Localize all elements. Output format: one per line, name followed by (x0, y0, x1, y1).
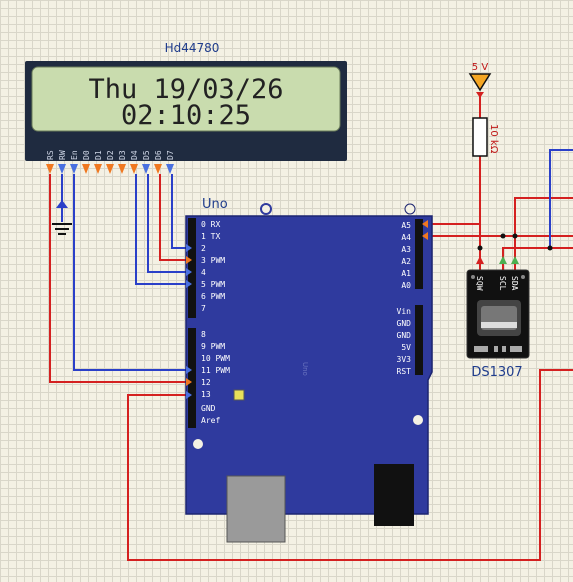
lcd-pin-d7: D7 (166, 150, 175, 160)
wire-d6-d3 (159, 174, 190, 261)
uno-right-pin-labels: A5 A4 A3 A2 A1 A0 Vin GND GND 5V 3V3 RST (397, 221, 412, 376)
wire-d7-d2 (171, 174, 190, 249)
uno-pin-9: 9 PWM (201, 342, 225, 351)
uno-pin-rst: RST (397, 367, 412, 376)
uno-pin-a4: A4 (401, 233, 411, 242)
rtc-name-label: DS1307 (471, 365, 522, 380)
usb-port (226, 475, 286, 543)
uno-left-pin-arrows (186, 244, 192, 399)
uno-pin-4: 4 (201, 268, 206, 277)
lcd-name-label: Hd44780 (165, 41, 220, 55)
lcd-pin-d6: D6 (154, 150, 163, 160)
lcd-pin-d2: D2 (106, 150, 115, 160)
ds1307-rtc-module[interactable] (466, 269, 530, 359)
uno-pin-13: 13 (201, 390, 211, 399)
resistor-label: 10 kΩ (488, 124, 499, 154)
uno-pin-aref: Aref (201, 416, 220, 425)
lcd-pin-d0: D0 (82, 150, 91, 160)
rtc-pin-sqw: SQW (475, 276, 484, 291)
uno-right-header[interactable] (415, 219, 423, 375)
uno-pin-3: 3 PWM (201, 256, 225, 265)
lcd-line-1: Thu 19/03/26 (88, 74, 283, 105)
lcd-screen (31, 66, 341, 132)
uno-pin-vin: Vin (397, 307, 412, 316)
wire-junctions (477, 233, 553, 251)
lcd-pin-labels: RS RW En D0 D1 D2 D3 D4 D5 D6 D7 (46, 150, 175, 160)
uno-pin-5: 5 PWM (201, 280, 225, 289)
uno-pin-12: 12 (201, 378, 211, 387)
wire-rs-d12 (49, 174, 190, 383)
wire-d13-loop (127, 369, 573, 561)
rtc-pin-arrows (476, 256, 519, 264)
uno-pin-gnd-1: GND (397, 319, 412, 328)
lcd-line-2: 02:10:25 (121, 100, 251, 131)
uno-pin-a2: A2 (401, 257, 411, 266)
wire-d4-d5 (135, 174, 190, 285)
power-label: 5 V (472, 62, 489, 73)
board-watermark: Uno (301, 362, 309, 376)
uno-pin-10: 10 PWM (201, 354, 230, 363)
uno-pin-a3: A3 (401, 245, 411, 254)
wire-sda-bus (514, 197, 573, 272)
rtc-pin-sda: SDA (510, 276, 519, 291)
uno-pin-5v: 5V (401, 343, 411, 352)
uno-right-pin-arrows (422, 220, 428, 240)
lcd-pin-arrows[interactable] (46, 164, 174, 174)
lcd-pin-en: En (70, 150, 79, 160)
uno-pin-a1: A1 (401, 269, 411, 278)
ground-icon (52, 200, 72, 235)
uno-pin-gnd-2: GND (397, 331, 412, 340)
lcd-pin-d1: D1 (94, 150, 103, 160)
resistor-10k[interactable] (472, 117, 488, 157)
uno-pin-11: 11 PWM (201, 366, 230, 375)
power-5v-icon[interactable] (468, 73, 492, 98)
uno-pin-a5: A5 (401, 221, 411, 230)
uno-left-header[interactable] (188, 218, 196, 428)
uno-pin-7: 7 (201, 304, 206, 313)
lcd-pin-d5: D5 (142, 150, 151, 160)
uno-pin-0: 0 RX (201, 220, 220, 229)
uno-pin-3v3: 3V3 (397, 355, 412, 364)
uno-pin-8: 8 (201, 330, 206, 339)
lcd-pin-rw: RW (58, 150, 67, 160)
uno-name-label: Uno (202, 197, 228, 212)
rtc-pin-scl: SCL (498, 276, 507, 291)
uno-left-pin-labels: 0 RX 1 TX 2 3 PWM 4 5 PWM 6 PWM 7 8 9 PW… (201, 220, 230, 425)
lcd-pin-rs: RS (46, 150, 55, 160)
uno-pin-6: 6 PWM (201, 292, 225, 301)
onboard-led (233, 389, 245, 401)
uno-pin-gnd: GND (201, 404, 216, 413)
wire-en-d11 (73, 174, 190, 371)
lcd-display[interactable]: Thu 19/03/26 02:10:25 (25, 61, 347, 161)
lcd-pin-d3: D3 (118, 150, 127, 160)
uno-pin-1: 1 TX (201, 232, 220, 241)
uno-pin-2: 2 (201, 244, 206, 253)
rtc-pin-labels: SQW SCL SDA (475, 276, 519, 291)
arduino-uno-board[interactable] (185, 203, 433, 543)
lcd-pin-d4: D4 (130, 150, 139, 160)
wire-blue-bus (549, 149, 573, 248)
wire-d5-d4 (147, 174, 190, 273)
uno-pin-a0: A0 (401, 281, 411, 290)
power-jack (374, 464, 414, 526)
